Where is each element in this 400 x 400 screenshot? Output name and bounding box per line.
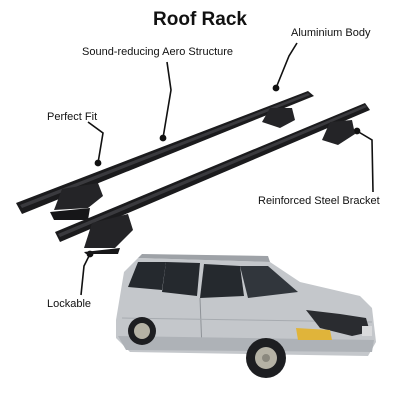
callout-lockable: Lockable (47, 298, 92, 310)
aero-leader-line (162, 61, 172, 139)
callout-perfect-fit: Perfect Fit (47, 111, 98, 123)
minivan (116, 254, 376, 378)
body-leader-line (275, 42, 298, 89)
fit-leader-line (87, 121, 104, 164)
front-roof-bar (55, 103, 370, 254)
page-title: Roof Rack (153, 9, 247, 30)
bracket-leader-line (356, 130, 374, 193)
callout-steel-bracket: Reinforced Steel Bracket (258, 195, 380, 207)
lock-leader-line (80, 253, 91, 296)
rear-roof-bar (16, 91, 314, 220)
callout-aero-structure: Sound-reducing Aero Structure (82, 46, 234, 58)
callout-aluminium-body: Aluminium Body (291, 27, 371, 39)
